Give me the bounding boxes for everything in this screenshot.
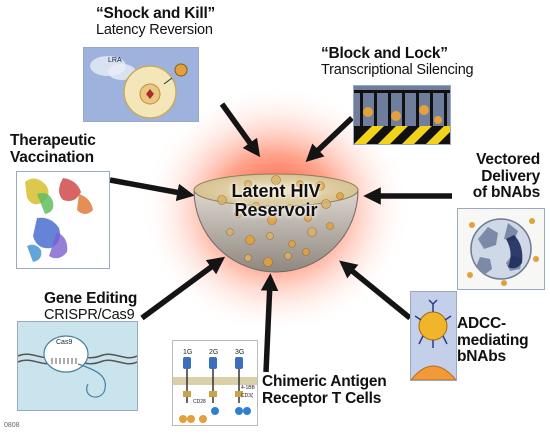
therapeutic-vaccination-arrow [109, 177, 195, 202]
car-t-line1: Chimeric Antigen [262, 373, 387, 390]
reservoir-virion [263, 257, 273, 267]
car-t-arrow [260, 273, 279, 373]
reservoir-virion [315, 181, 325, 191]
reservoir-virion [245, 235, 255, 245]
reservoir-virion [307, 227, 317, 237]
reservoir-virion [234, 210, 242, 218]
gen2-text: 2G [209, 349, 218, 356]
block-and-lock-panel [353, 85, 451, 145]
cd28-text: CD28 [193, 399, 206, 405]
gene-editing-title: Gene Editing [44, 290, 138, 307]
cd3z-text: CD3ζ [241, 393, 254, 399]
vectored-delivery-label: Vectored Delivery of bNAbs [472, 151, 540, 202]
block-and-lock-title: “Block and Lock” [321, 45, 448, 62]
block-and-lock-subtitle: Transcriptional Silencing [321, 61, 474, 78]
reservoir-label-line2: Reservoir [234, 199, 318, 220]
reservoir-virion [288, 240, 296, 248]
adcc-line1: ADCC- [457, 315, 506, 332]
reservoir-virion [244, 180, 252, 188]
adcc-label: ADCC- mediating bNAbs [457, 315, 529, 366]
reservoir-virion [296, 180, 304, 188]
shock-and-kill-panel: LRA [83, 47, 199, 122]
car-t-label: Chimeric Antigen Receptor T Cells [262, 373, 387, 407]
reservoir-virion [336, 192, 344, 200]
reservoir-virion [302, 248, 310, 256]
car-t-line2: Receptor T Cells [262, 389, 382, 407]
block-and-lock-arrow [305, 116, 354, 163]
reservoir-virion [326, 222, 334, 230]
reservoir-label: Latent HIV Reservoir [186, 182, 366, 220]
car-t-panel: 1G 2G 3G CD28 4-1BB CD3ζ [172, 340, 258, 426]
vectored-delivery-line2: Delivery [481, 167, 540, 185]
therapeutic-vaccination-line2: Vaccination [10, 148, 94, 166]
costim-text: 4-1BB [241, 385, 256, 391]
adcc-panel [410, 291, 457, 381]
adcc-arrow [339, 260, 412, 321]
gene-editing-label: Gene Editing CRISPR/Cas9 [44, 290, 138, 323]
reservoir-virion [267, 215, 277, 225]
gene-editing-arrow [140, 256, 226, 321]
shock-and-kill-subtitle: Latency Reversion [96, 21, 213, 38]
reservoir-virion [271, 175, 281, 185]
adcc-line3: bNAbs [457, 348, 506, 366]
adcc-line2: mediating [457, 331, 529, 349]
lra-text: LRA [108, 57, 122, 64]
gene-editing-subtitle: CRISPR/Cas9 [44, 306, 135, 323]
shock-and-kill-title: “Shock and Kill” [96, 5, 216, 22]
block-and-lock-label: “Block and Lock” Transcriptional Silenci… [321, 45, 474, 78]
vectored-delivery-line1: Vectored [476, 151, 540, 168]
reservoir-virion [266, 232, 274, 240]
image-credit: 0808 [4, 422, 20, 429]
reservoir-label-line1: Latent HIV [231, 181, 321, 201]
reservoir-virion [284, 252, 292, 260]
reservoir-virion [244, 254, 252, 262]
vectored-delivery-panel [457, 208, 545, 290]
therapeutic-vaccination-line1: Therapeutic [10, 132, 96, 149]
shock-and-kill-label: “Shock and Kill” Latency Reversion [96, 5, 216, 38]
reservoir-virion [252, 202, 260, 210]
reservoir-virion [286, 204, 294, 212]
therapeutic-vaccination-panel [16, 171, 110, 269]
vectored-delivery-line3: of bNAbs [472, 184, 540, 202]
cas9-text: Cas9 [56, 339, 72, 346]
shock-and-kill-arrow [219, 102, 261, 158]
reservoir-virion [304, 214, 312, 222]
gen1-text: 1G [183, 349, 192, 356]
reservoir-virion [226, 228, 234, 236]
reservoir-virion [321, 199, 331, 209]
gene-editing-panel: Cas9 [17, 321, 138, 411]
gen3-text: 3G [235, 349, 244, 356]
therapeutic-vaccination-label: Therapeutic Vaccination [10, 132, 96, 166]
reservoir-virion [217, 195, 227, 205]
